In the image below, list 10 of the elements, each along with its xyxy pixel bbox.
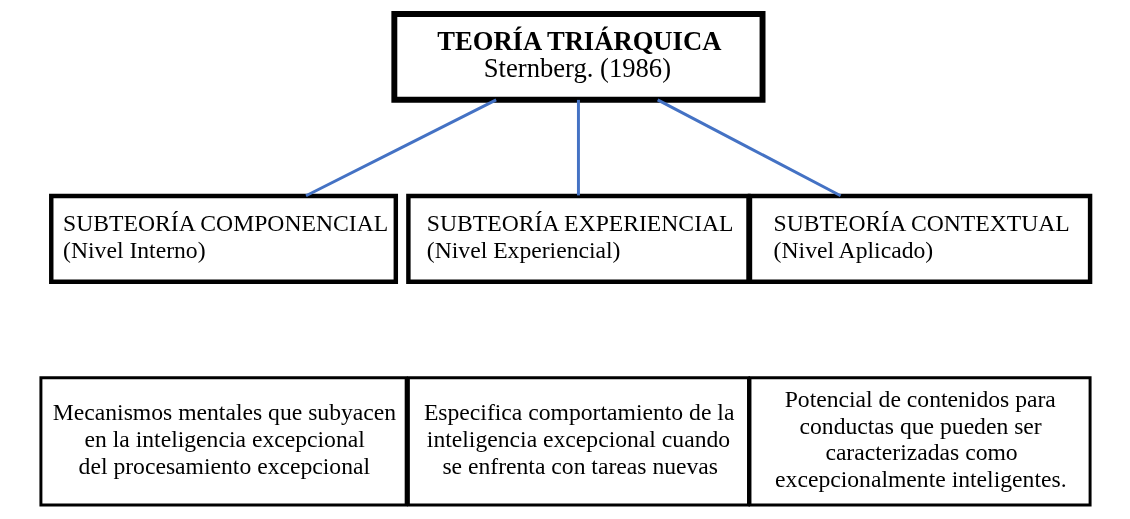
- node-box: SUBTEORÍA COMPONENCIAL (Nivel Interno): [48, 193, 398, 284]
- node-box: SUBTEORÍA EXPERIENCIAL (Nivel Experiencial): [405, 193, 751, 284]
- connector: [656, 98, 841, 198]
- node-box: Especifica comportamiento de la inteligencia excepcional cuando se enfrenta con tareas nuevas: [406, 376, 750, 507]
- connector: [304, 98, 497, 198]
- connector: [576, 99, 580, 196]
- node-box: Potencial de contenidos para conductas que pueden ser caracterizadas como excepcionalmente inteligentes.: [748, 376, 1092, 507]
- node-box: TEORÍA TRIÁRQUICA Sternberg. (1986): [390, 11, 765, 103]
- node-box: Mecanismos mentales que subyacen en la inteligencia excepcional del procesamiento excepcional: [38, 376, 408, 507]
- node-box: SUBTEORÍA CONTEXTUAL (Nivel Aplicado): [747, 193, 1092, 284]
